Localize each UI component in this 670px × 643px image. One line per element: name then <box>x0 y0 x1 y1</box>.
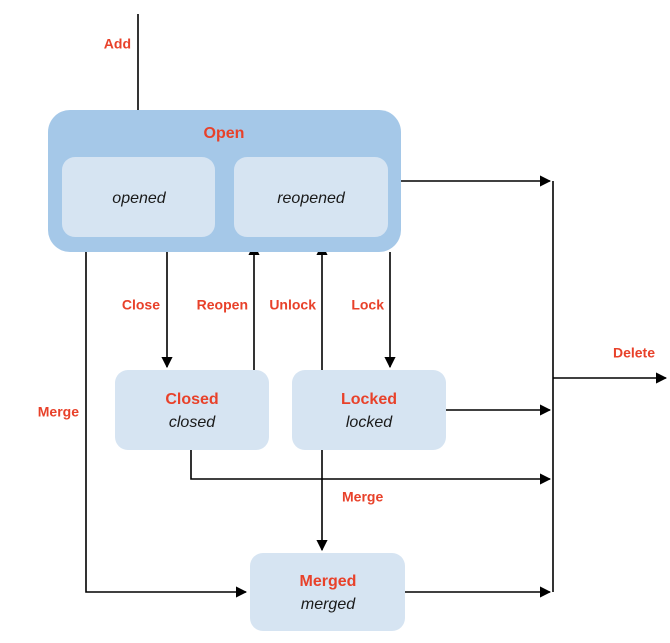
group-open-title: Open <box>204 125 245 142</box>
edge-merge-left <box>85 252 248 598</box>
transition-label-add: Add <box>104 36 131 52</box>
state-locked-name: Locked <box>341 391 397 408</box>
state-locked[interactable] <box>292 370 446 450</box>
state-closed[interactable] <box>115 370 269 450</box>
state-merged-name: Merged <box>300 573 357 590</box>
state-reopened-label: reopened <box>277 190 346 207</box>
transition-label-unlock: Unlock <box>269 297 316 313</box>
state-locked-value: locked <box>346 414 393 431</box>
transition-label-reopen: Reopen <box>197 297 248 313</box>
state-reopened[interactable] <box>234 157 388 237</box>
state-merged-value: merged <box>301 596 356 613</box>
transition-label-merge-center: Merge <box>342 489 383 505</box>
state-opened[interactable] <box>62 157 215 237</box>
state-closed-name: Closed <box>165 391 218 408</box>
transition-label-close: Close <box>122 297 160 313</box>
transition-label-delete: Delete <box>613 345 655 361</box>
state-merged[interactable] <box>250 553 405 631</box>
transition-label-lock: Lock <box>351 297 384 313</box>
state-closed-value: closed <box>169 414 216 431</box>
state-opened-label: opened <box>112 190 166 207</box>
transition-label-merge-left: Merge <box>38 404 79 420</box>
edge-closed-to-bus <box>190 450 552 485</box>
